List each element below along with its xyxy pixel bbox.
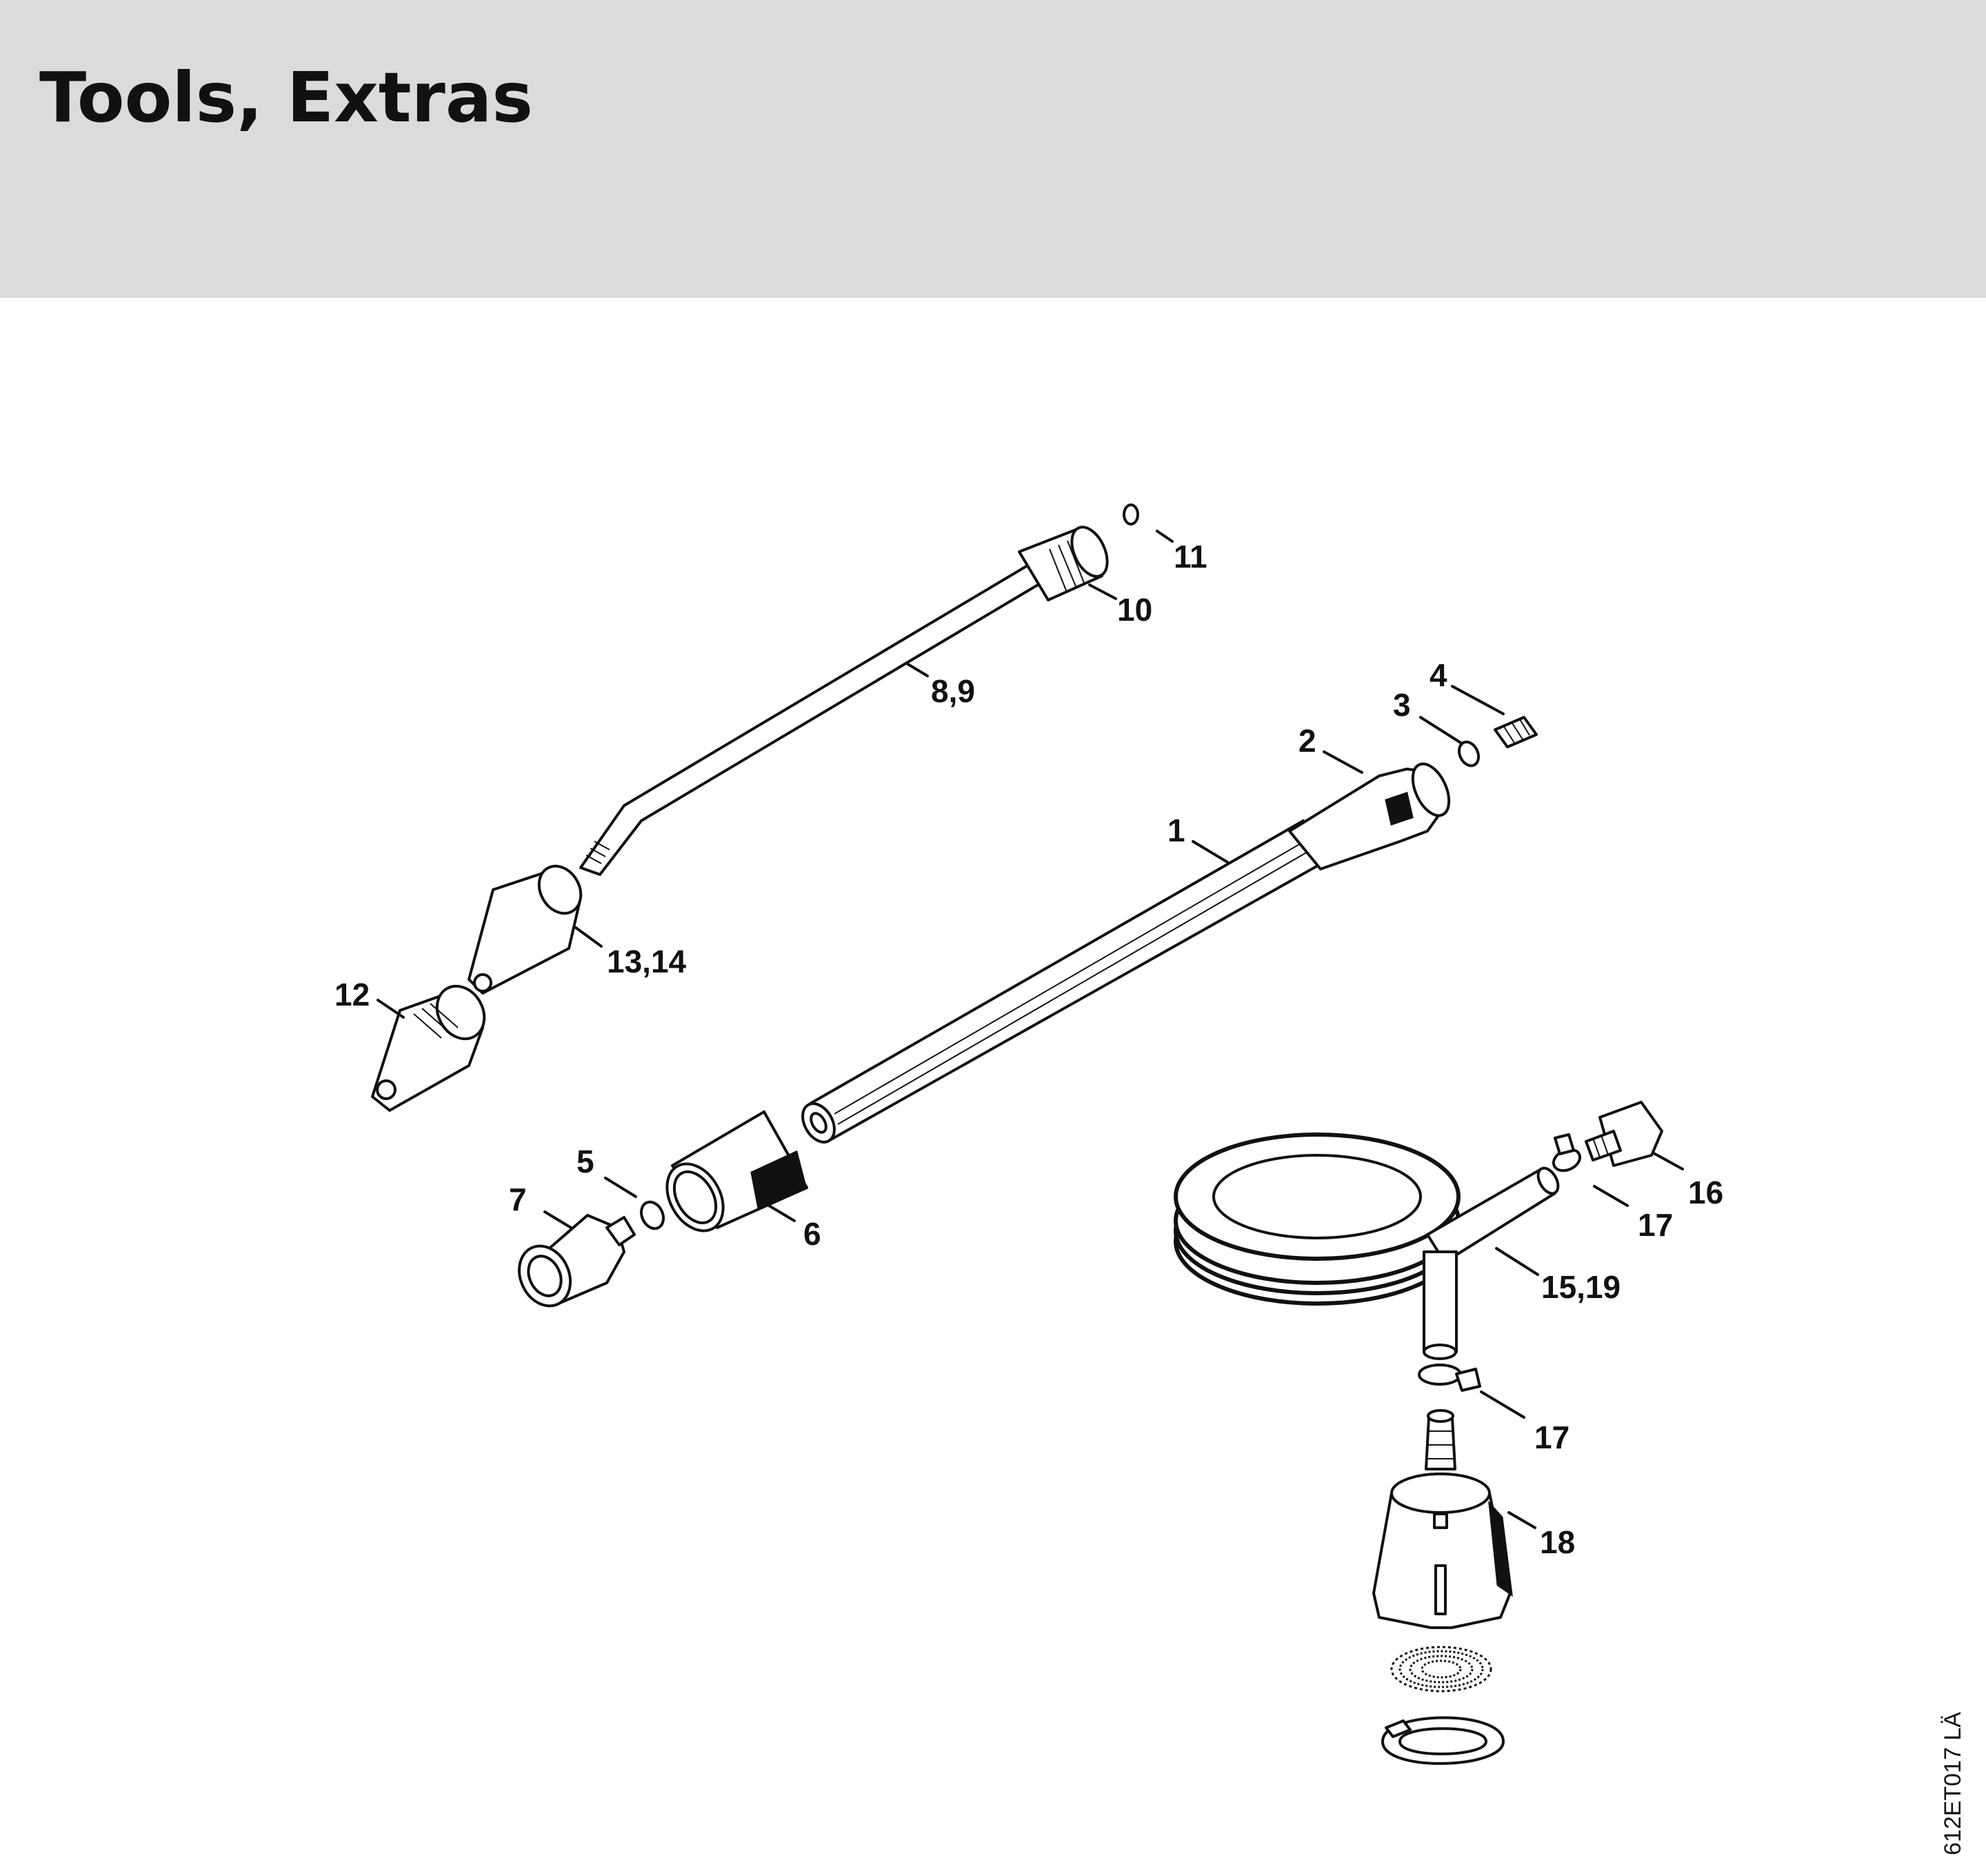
callout-15-19: 15,19 — [1541, 1269, 1621, 1305]
callout-3: 3 — [1393, 687, 1411, 723]
part-filter-insert — [1494, 716, 1538, 748]
drawing-reference-code: 612ET017 LÄ — [1940, 1712, 1966, 1855]
part-hose-clip-lower — [1418, 1364, 1481, 1392]
part-sleeve — [665, 1110, 808, 1233]
part-retaining-ring — [1381, 1716, 1505, 1765]
callout-17-upper: 17 — [1638, 1207, 1673, 1243]
page-title: Tools, Extras — [39, 57, 533, 138]
part-connector — [518, 1214, 636, 1308]
callout-17-lower: 17 — [1534, 1419, 1569, 1455]
part-union-nut — [1018, 526, 1109, 601]
page-header: Tools, Extras — [0, 0, 1986, 298]
callout-5: 5 — [576, 1144, 594, 1179]
callout-8-9: 8,9 — [931, 673, 975, 709]
part-suction-filter — [1372, 1409, 1513, 1629]
part-suction-hose — [1174, 1132, 1560, 1360]
callout-6: 6 — [803, 1216, 821, 1252]
part-o-ring-5 — [639, 1200, 665, 1230]
part-handle-grip — [1288, 762, 1451, 870]
callout-18: 18 — [1540, 1524, 1575, 1560]
callout-13-14: 13,14 — [607, 944, 687, 979]
part-spray-tube — [579, 564, 1043, 876]
callout-1: 1 — [1167, 812, 1185, 848]
part-nozzle-12 — [371, 984, 486, 1112]
part-nozzle-13-14 — [468, 864, 583, 995]
callout-2: 2 — [1298, 723, 1316, 759]
leader-lines — [377, 530, 1684, 1529]
part-hose-clip-upper — [1552, 1133, 1582, 1172]
callout-4: 4 — [1430, 657, 1447, 693]
part-o-ring-11 — [1123, 503, 1139, 526]
callout-12: 12 — [334, 977, 370, 1012]
part-union-connector — [1585, 1101, 1663, 1167]
callout-10: 10 — [1117, 592, 1152, 628]
callout-labels: 11 10 8,9 4 3 2 1 13,14 12 5 6 7 16 17 1… — [334, 539, 1723, 1560]
callout-16: 16 — [1688, 1175, 1723, 1210]
callout-7: 7 — [509, 1181, 527, 1217]
callout-11: 11 — [1174, 539, 1207, 575]
part-o-ring-3 — [1457, 740, 1481, 768]
part-extension-tube — [801, 819, 1325, 1144]
part-filter-mesh — [1390, 1646, 1492, 1693]
